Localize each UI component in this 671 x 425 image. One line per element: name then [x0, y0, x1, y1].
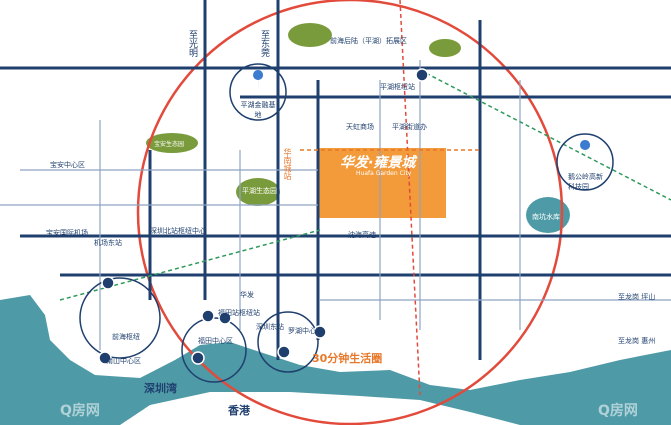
hub-airport	[101, 276, 115, 290]
label-huanan-city: 华南城站	[283, 148, 292, 180]
label-pinghu-finance: 平湖金融基地	[240, 101, 276, 119]
label-watermark-2: Q房网	[60, 403, 100, 419]
park-2	[429, 39, 461, 57]
label-shuiku: 南坑水库	[532, 213, 560, 221]
label-pinghu-public: 平湖街道办	[392, 123, 427, 131]
label-ring: 30分钟生活圈	[312, 352, 383, 365]
park-3	[146, 133, 198, 153]
hub-east	[313, 325, 327, 339]
label-hongkong: 香港	[228, 404, 250, 417]
hub-futian	[191, 351, 205, 365]
circle-luohu	[257, 311, 319, 373]
label-to-huizhou: 至龙岗 惠州	[618, 337, 656, 345]
label-baoan-center: 宝安中心区	[50, 161, 85, 169]
hub-pinghu	[415, 68, 429, 82]
hub-luohu	[277, 345, 291, 359]
label-shenzhen-north: 深圳北站枢纽中心	[150, 227, 206, 235]
label-jiangwu: 鹅公岭高新科技园	[568, 173, 603, 191]
hongkong-land	[120, 392, 520, 425]
label-to-pingshan: 至龙岗 坪山	[618, 293, 656, 301]
label-nanshan-center: 南山中心区	[106, 357, 141, 365]
park-1	[288, 23, 332, 47]
label-pinghu-park: 平湖生态园	[242, 187, 277, 195]
label-to-dongguan: 至东莞	[259, 30, 269, 57]
label-to-guangming: 至光明	[187, 30, 197, 57]
circle-qianhai	[79, 277, 161, 359]
circle-pinghu-finance	[229, 63, 287, 121]
ring-30min	[136, 0, 564, 425]
sea-west	[0, 295, 671, 425]
park-4	[236, 178, 280, 206]
label-qianhai-hub: 前海枢纽	[112, 333, 140, 341]
label-project-name: 华发·雍景城	[340, 155, 416, 171]
label-baoan-airport: 宝安国际机场	[46, 229, 88, 237]
label-luohu-center: 罗湖中心区	[288, 327, 323, 335]
label-watermark: Q房网	[598, 403, 638, 419]
label-qianhai-title: 前海后陆（平湖）拓展区	[330, 37, 407, 45]
lake	[526, 197, 570, 233]
label-xinsheng: 沈海高速	[348, 231, 376, 239]
label-airport-station: 机场东站	[94, 239, 122, 247]
pin-jiangwu-icon	[580, 140, 591, 162]
label-futian-hub: 福田站枢纽站	[218, 309, 260, 317]
label-huafa: 华发	[240, 291, 254, 299]
pin-pinghu-finance-icon	[253, 70, 264, 92]
hub-qianhai	[98, 351, 112, 365]
hub-futian-hub	[218, 311, 232, 325]
label-shenzhen-east: 深圳东站	[256, 323, 284, 331]
project-block	[318, 148, 446, 218]
circle-jiangwu	[556, 133, 614, 191]
label-pinghu-hub: 平湖枢纽站	[380, 83, 415, 91]
label-project-sub: Huafa Garden City	[356, 170, 412, 177]
label-futian-center: 福田中心区	[198, 337, 233, 345]
label-tianhong: 天虹商场	[346, 123, 374, 131]
label-baoan-park: 宝安生态园	[154, 141, 185, 148]
hub-shenzhen-north	[201, 309, 215, 323]
label-shenzhen-bay: 深圳湾	[144, 382, 177, 395]
